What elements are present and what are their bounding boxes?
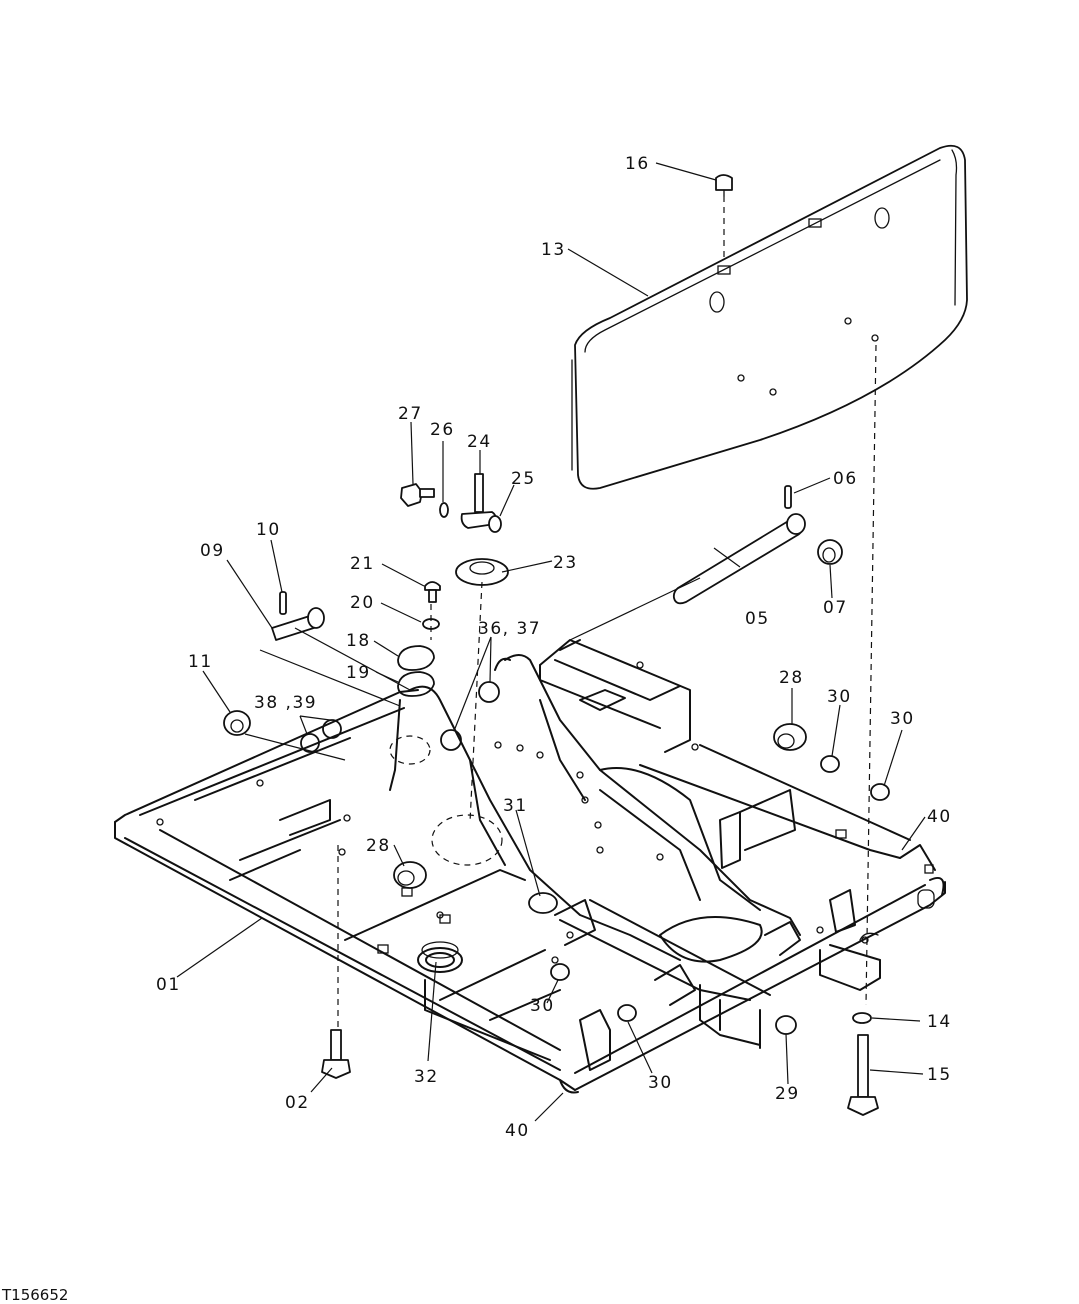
- bolt-part-15: [847, 1034, 879, 1116]
- nut-part-29: [775, 1015, 797, 1035]
- mount-part-30b: [870, 783, 890, 801]
- callout-02: 02: [285, 1093, 310, 1113]
- pin-part-09: [271, 607, 325, 641]
- callout-09: 09: [200, 541, 225, 561]
- callout-28a: 28: [779, 668, 804, 688]
- bushing-part-11: [223, 710, 251, 736]
- callout-23: 23: [553, 553, 578, 573]
- callout-15: 15: [927, 1065, 952, 1085]
- shim-part-36-37: [440, 681, 500, 751]
- callout-20: 20: [350, 593, 375, 613]
- callout-30d: 30: [648, 1073, 673, 1093]
- washer-part-26: [439, 502, 449, 518]
- callout-18: 18: [346, 631, 371, 651]
- pin-part-05: [672, 513, 806, 605]
- callout-14: 14: [927, 1012, 952, 1032]
- cover-part-32: [421, 941, 459, 959]
- callout-24: 24: [467, 432, 492, 452]
- callout-40b: 40: [505, 1121, 530, 1141]
- plate-part-19: [397, 671, 435, 697]
- mount-part-30a: [820, 755, 840, 773]
- mount-part-30c: [550, 963, 570, 981]
- callout-30a: 30: [827, 687, 852, 707]
- callout-25: 25: [511, 469, 536, 489]
- bracket-part-24: [460, 473, 497, 529]
- callout-10: 10: [256, 520, 281, 540]
- callout-06: 06: [833, 469, 858, 489]
- callout-36-37: 36, 37: [478, 619, 541, 639]
- callout-29: 29: [775, 1084, 800, 1104]
- washer-part-14: [852, 1012, 872, 1024]
- bolt-part-21: [424, 581, 441, 603]
- callout-13: 13: [541, 240, 566, 260]
- callout-30b: 30: [890, 709, 915, 729]
- callout-30c: 30: [530, 996, 555, 1016]
- callout-07: 07: [823, 598, 848, 618]
- callout-16: 16: [625, 154, 650, 174]
- callout-28b: 28: [366, 836, 391, 856]
- callout-32: 32: [414, 1067, 439, 1087]
- washer-part-25: [488, 515, 502, 533]
- bushing-part-28b: [393, 861, 427, 889]
- callout-38-39: 38 ,39: [254, 693, 317, 713]
- plug-part-16: [715, 174, 733, 197]
- bushing-part-28a: [773, 723, 807, 751]
- cover-part-23: [455, 558, 509, 586]
- mount-part-30d: [617, 1004, 637, 1022]
- callout-26: 26: [430, 420, 455, 440]
- callout-11: 11: [188, 652, 213, 672]
- callout-05: 05: [745, 609, 770, 629]
- callout-40a: 40: [927, 807, 952, 827]
- figure-id: T156652: [1, 1286, 68, 1304]
- plate-part-18: [397, 645, 435, 671]
- bolt-part-02: [321, 1029, 351, 1079]
- main-frame-part-01: [114, 639, 946, 1094]
- callout-21: 21: [350, 554, 375, 574]
- seal-part-31: [528, 892, 558, 914]
- bolt-part-27: [400, 483, 435, 507]
- bushing-part-07: [817, 539, 843, 565]
- counterweight-part: [571, 144, 968, 490]
- callout-27: 27: [398, 404, 423, 424]
- callout-31: 31: [503, 796, 528, 816]
- spring-pin-part-10: [279, 591, 287, 615]
- spring-pin-part-06: [784, 485, 792, 509]
- callout-01: 01: [156, 975, 181, 995]
- callout-19: 19: [346, 663, 371, 683]
